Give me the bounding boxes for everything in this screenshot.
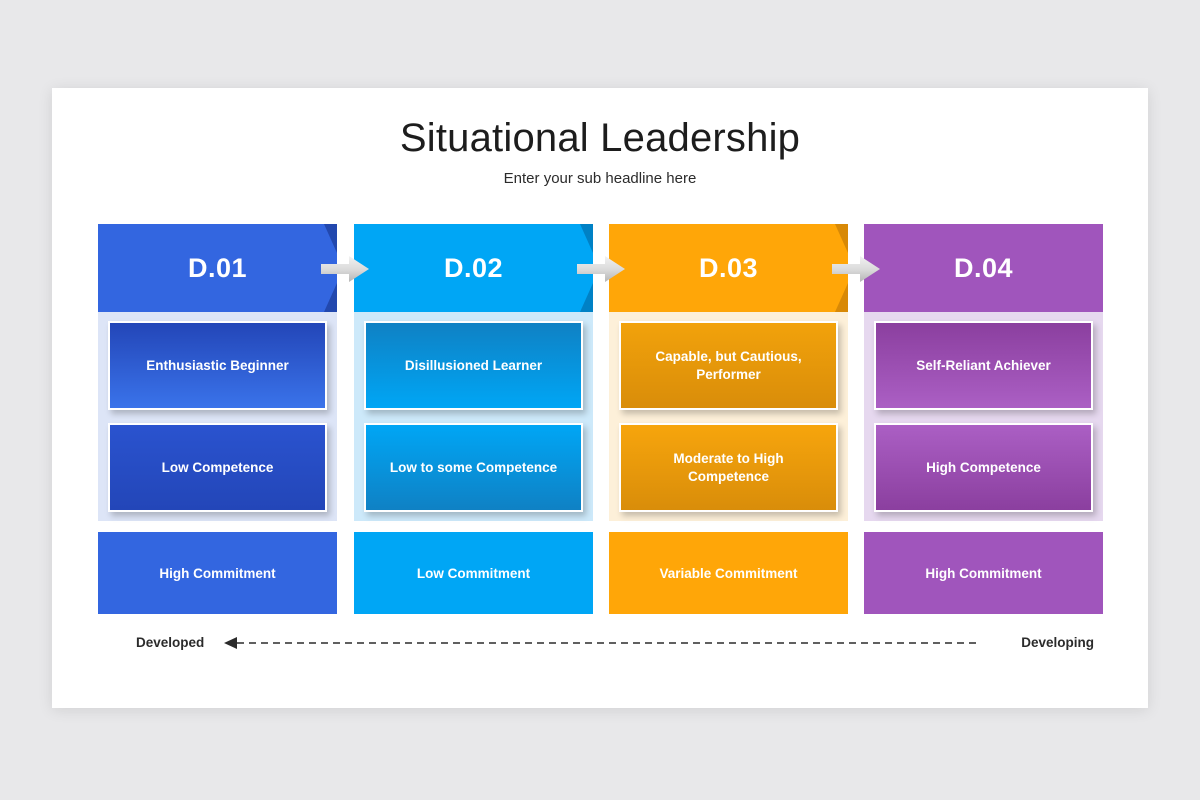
competence-card-1[interactable]: Low Competence	[108, 423, 327, 512]
development-level-label-2: Disillusioned Learner	[404, 357, 543, 373]
page-title: Situational Leadership	[399, 116, 801, 160]
connector-arrow-3	[832, 256, 880, 282]
stage-pane-3: Capable, but Cautious, Performer Moderat…	[609, 312, 848, 521]
slide-canvas: Situational Leadership Enter your sub he…	[52, 88, 1148, 708]
development-axis: Developed Developing	[98, 628, 1102, 662]
stage-header-label-3: D.03	[698, 252, 759, 283]
axis-left-label: Developed	[136, 635, 205, 650]
commitment-label-2: Low Commitment	[416, 565, 531, 581]
development-level-label-4: Self-Reliant Achiever	[916, 357, 1051, 373]
development-level-card-2[interactable]: Disillusioned Learner	[364, 321, 583, 410]
fold-corner-top-icon	[580, 224, 593, 253]
connector-arrow-2	[577, 256, 625, 282]
stage-pane-2: Disillusioned Learner Low to some Compet…	[354, 312, 593, 521]
stage-header-4[interactable]: D.04	[864, 224, 1103, 312]
commitment-band-2[interactable]: Low Commitment	[354, 532, 593, 614]
stage-header-3[interactable]: D.03	[609, 224, 848, 312]
dashed-arrow-left-icon	[224, 632, 976, 654]
commitment-label-1: High Commitment	[159, 565, 276, 581]
competence-card-4[interactable]: High Competence	[874, 423, 1093, 512]
competence-card-2[interactable]: Low to some Competence	[364, 423, 583, 512]
commitment-label-4: High Commitment	[925, 565, 1042, 581]
competence-card-3[interactable]: Moderate to High Competence	[619, 423, 838, 512]
competence-label-4: High Competence	[926, 459, 1041, 475]
fold-corner-bottom-icon	[835, 283, 848, 312]
axis-right-label: Developing	[1021, 635, 1094, 650]
stage-header-2[interactable]: D.02	[354, 224, 593, 312]
stage-column-1[interactable]: D.01 Enthusiastic Beginner Low Competenc…	[98, 224, 369, 614]
competence-label-3: Moderate to High Competence	[673, 450, 784, 484]
page-subtitle: Enter your sub headline here	[503, 170, 697, 187]
stage-pane-1: Enthusiastic Beginner Low Competence	[98, 312, 337, 521]
fold-corner-top-icon	[835, 224, 848, 253]
development-level-card-4[interactable]: Self-Reliant Achiever	[874, 321, 1093, 410]
stage-header-label-4: D.04	[953, 252, 1014, 283]
connector-arrow-1	[321, 256, 369, 282]
stage-column-2[interactable]: D.02 Disillusioned Learner Low to some C…	[354, 224, 625, 614]
fold-corner-bottom-icon	[324, 283, 337, 312]
stage-header-label-1: D.01	[187, 252, 248, 283]
stage-header-label-2: D.02	[443, 252, 504, 283]
stage-column-4[interactable]: D.04 Self-Reliant Achiever High Competen…	[864, 224, 1103, 614]
commitment-band-1[interactable]: High Commitment	[98, 532, 337, 614]
development-level-label-3: Capable, but Cautious, Performer	[655, 348, 802, 382]
commitment-band-4[interactable]: High Commitment	[864, 532, 1103, 614]
competence-label-2: Low to some Competence	[389, 459, 558, 475]
stage-columns: D.01 Enthusiastic Beginner Low Competenc…	[98, 224, 1103, 614]
competence-label-1: Low Competence	[161, 459, 274, 475]
fold-corner-bottom-icon	[580, 283, 593, 312]
commitment-label-3: Variable Commitment	[659, 565, 798, 581]
development-level-card-1[interactable]: Enthusiastic Beginner	[108, 321, 327, 410]
stage-pane-4: Self-Reliant Achiever High Competence	[864, 312, 1103, 521]
stage-header-1[interactable]: D.01	[98, 224, 337, 312]
development-level-card-3[interactable]: Capable, but Cautious, Performer	[619, 321, 838, 410]
development-level-label-1: Enthusiastic Beginner	[146, 357, 289, 373]
fold-corner-top-icon	[324, 224, 337, 253]
stage-column-3[interactable]: D.03 Capable, but Cautious, Performer Mo…	[609, 224, 880, 614]
commitment-band-3[interactable]: Variable Commitment	[609, 532, 848, 614]
